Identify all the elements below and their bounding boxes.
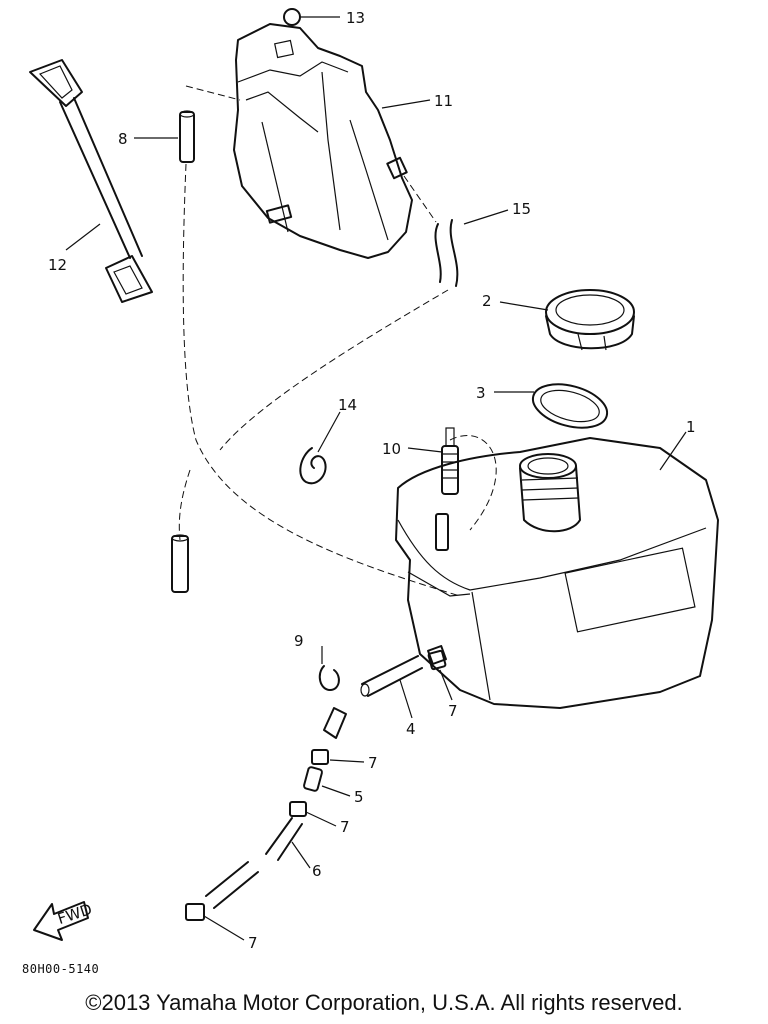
callout-numbers: 13 11 8 12 15 2 3 1 14 10 9 4 7 7 5 7 6 … bbox=[48, 9, 696, 952]
callout-13: 13 bbox=[346, 9, 365, 27]
part-15-hose bbox=[434, 219, 459, 287]
vent-hose-lower bbox=[171, 534, 189, 593]
callout-4: 4 bbox=[406, 720, 416, 738]
part-2-fuel-cap bbox=[545, 289, 635, 351]
callout-8: 8 bbox=[118, 130, 128, 148]
callout-3: 3 bbox=[476, 384, 486, 402]
callout-10: 10 bbox=[382, 440, 401, 458]
hose-routing-lines bbox=[178, 85, 497, 597]
callout-7-a: 7 bbox=[448, 702, 458, 720]
callout-14: 14 bbox=[338, 396, 357, 414]
callout-9: 9 bbox=[294, 632, 304, 650]
part-7-clamps bbox=[185, 649, 447, 921]
callout-5: 5 bbox=[354, 788, 364, 806]
callout-12: 12 bbox=[48, 256, 67, 274]
part-6-fuel-hose bbox=[205, 817, 303, 909]
part-12-strap bbox=[29, 59, 153, 303]
copyright-notice: ©2013 Yamaha Motor Corporation, U.S.A. A… bbox=[85, 990, 683, 1015]
part-9-clip bbox=[318, 665, 340, 691]
callout-1: 1 bbox=[686, 418, 696, 436]
part-4-fuel-hose bbox=[323, 655, 423, 739]
part-8-hose bbox=[179, 110, 195, 163]
callout-11: 11 bbox=[434, 92, 453, 110]
callout-7-b: 7 bbox=[368, 754, 378, 772]
fuel-tank-exploded-diagram: FWD 13 11 8 12 15 2 3 1 14 10 9 4 7 bbox=[29, 8, 719, 952]
part-5-joint bbox=[303, 766, 323, 792]
part-14-clip bbox=[299, 447, 327, 485]
part-1-fuel-tank bbox=[395, 437, 719, 709]
part-11-reservoir-tank bbox=[233, 23, 413, 259]
leader-lines bbox=[65, 16, 687, 941]
callout-7-c: 7 bbox=[340, 818, 350, 836]
callout-7-d: 7 bbox=[248, 934, 258, 952]
part-13-ring bbox=[283, 8, 301, 26]
callout-15: 15 bbox=[512, 200, 531, 218]
callout-2: 2 bbox=[482, 292, 492, 310]
part-3-gasket bbox=[531, 383, 609, 429]
part-code: 80H00-5140 bbox=[22, 962, 100, 976]
part-10-breather-tube bbox=[441, 427, 459, 495]
callout-6: 6 bbox=[312, 862, 322, 880]
fwd-arrow-icon: FWD bbox=[33, 900, 94, 941]
